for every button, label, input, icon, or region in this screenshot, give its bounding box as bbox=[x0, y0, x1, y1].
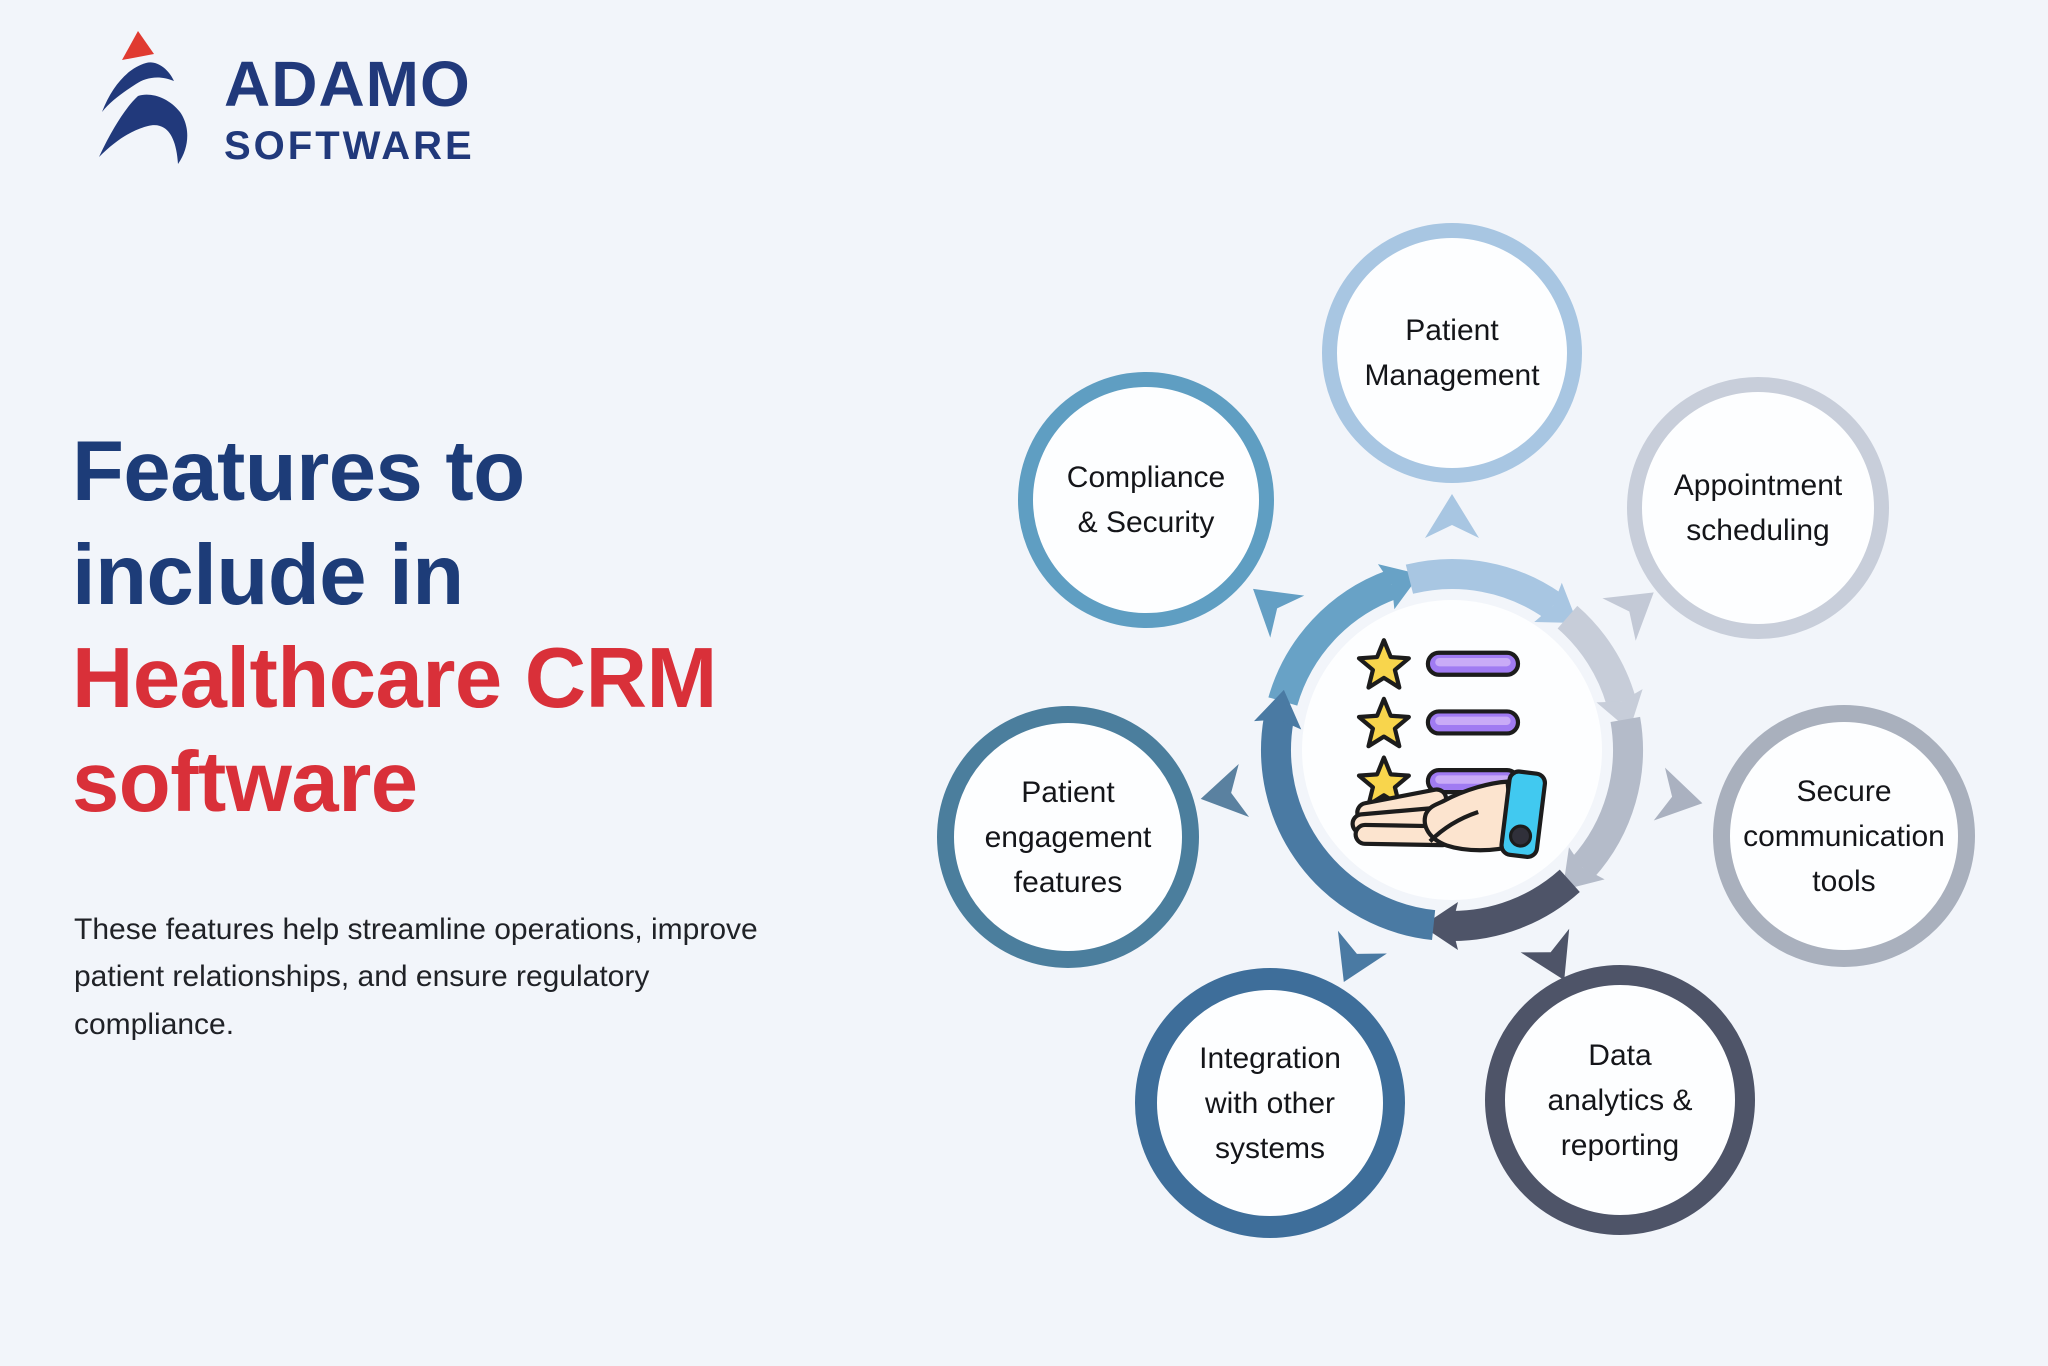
node-patient-engagement: Patient engagement features bbox=[937, 706, 1199, 968]
brand-name: ADAMO bbox=[224, 48, 471, 120]
outward-arrow-icon bbox=[1200, 763, 1250, 817]
ring-arrowhead-icon bbox=[1422, 902, 1458, 950]
ring-segment bbox=[1451, 869, 1580, 941]
ring-segment bbox=[1268, 570, 1398, 706]
node-integration-systems: Integration with other systems bbox=[1135, 968, 1405, 1238]
outward-arrow-icon bbox=[1253, 588, 1305, 638]
title-line-accent: Healthcare CRM bbox=[72, 631, 717, 727]
ring-segment bbox=[1557, 605, 1636, 706]
ring-arrowhead-icon bbox=[1562, 847, 1605, 891]
ring-arrowhead-icon bbox=[1253, 689, 1302, 730]
title-line-accent: software bbox=[72, 735, 418, 831]
ring-arrowhead-icon bbox=[1534, 582, 1578, 624]
node-label: Patient engagement features bbox=[984, 775, 1152, 899]
ring-segment bbox=[1571, 716, 1643, 878]
node-label: Integration with other systems bbox=[1199, 1041, 1341, 1165]
brand-wordmark: ADAMO SOFTWARE bbox=[224, 52, 475, 169]
node-label: Data analytics & reporting bbox=[1547, 1038, 1693, 1162]
outward-arrow-icon bbox=[1520, 928, 1570, 981]
outward-arrow-icon bbox=[1602, 592, 1654, 641]
node-patient-management: Patient Management bbox=[1322, 223, 1582, 483]
page-title: Features to include in Healthcare CRM so… bbox=[72, 420, 717, 835]
outward-arrow-icon bbox=[1653, 767, 1703, 821]
outward-arrow-icon bbox=[1337, 930, 1387, 983]
description-text: These features help streamline operation… bbox=[74, 913, 758, 1041]
brand-subname: SOFTWARE bbox=[224, 124, 475, 168]
hand-presenting-ratings-icon bbox=[1350, 638, 1548, 860]
node-label: Appointment scheduling bbox=[1673, 469, 1843, 547]
node-label: Patient Management bbox=[1364, 314, 1540, 392]
ring-segment bbox=[1261, 716, 1436, 940]
node-appointment-scheduling: Appointment scheduling bbox=[1627, 377, 1889, 639]
adamo-logo: ADAMO SOFTWARE bbox=[86, 26, 475, 169]
node-compliance-security: Compliance & Security bbox=[1018, 372, 1274, 628]
title-line: include in bbox=[72, 527, 464, 623]
node-secure-communication: Secure communication tools bbox=[1713, 705, 1975, 967]
node-label: Secure communication tools bbox=[1743, 774, 1945, 898]
outward-arrow-icon bbox=[1425, 494, 1479, 538]
adamo-bird-icon bbox=[99, 31, 188, 164]
cycle-arrows-ring bbox=[1200, 494, 1703, 983]
node-data-analytics: Data analytics & reporting bbox=[1485, 965, 1755, 1235]
center-disc bbox=[1302, 600, 1602, 900]
node-label: Compliance & Security bbox=[1066, 461, 1226, 539]
ring-segment bbox=[1405, 559, 1562, 619]
title-line: Features to bbox=[72, 424, 525, 519]
